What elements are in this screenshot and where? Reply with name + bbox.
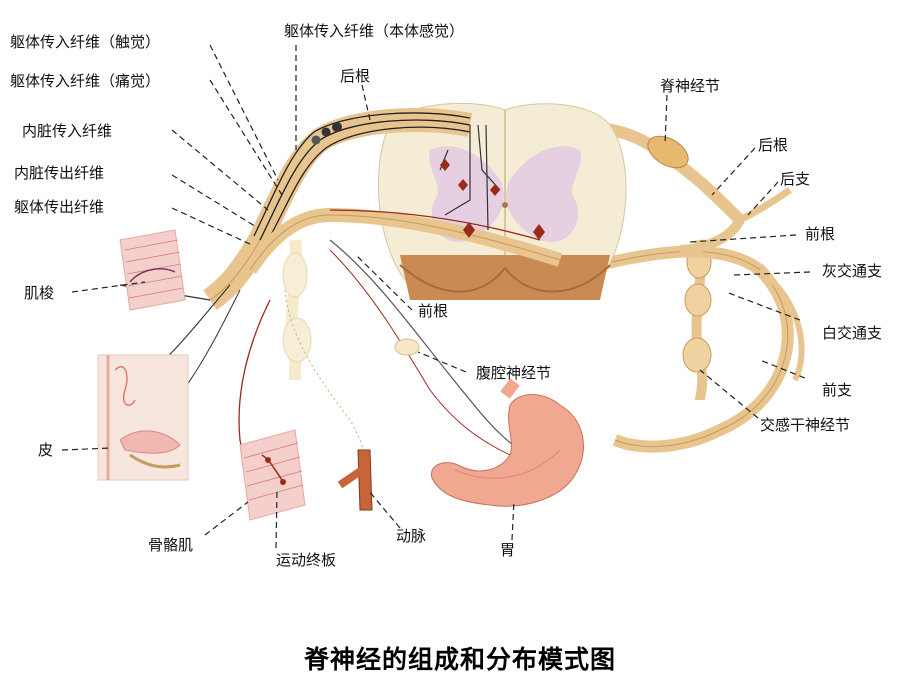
cord-neurons (440, 159, 545, 240)
label-somatic-afferent-proprio: 躯体传入纤维（本体感觉） (284, 22, 465, 40)
label-motor-end-plate: 运动终板 (276, 551, 337, 569)
stomach-shape (430, 378, 584, 507)
muscle-spindle-tissue (119, 229, 186, 311)
dorsal-ramus (738, 187, 792, 224)
label-ventral-root-center: 前根 (418, 302, 449, 320)
label-skin: 皮 (38, 441, 54, 459)
sympathetic-trunk (682, 239, 712, 401)
skeletal-muscle-tissue (239, 429, 306, 521)
celiac-ganglion-shape (394, 338, 420, 356)
nerve-bundle (203, 108, 563, 310)
label-muscle-spindle: 肌梭 (24, 284, 55, 302)
callout-lines (61, 44, 811, 549)
spinal-cord (377, 102, 627, 300)
label-somatic-efferent: 躯体传出纤维 (14, 198, 105, 216)
label-stomach: 胃 (500, 541, 516, 559)
label-dorsal-ramus: 后支 (780, 170, 811, 188)
artery-shape (337, 449, 373, 511)
label-gray-ramus: 灰交通支 (822, 262, 883, 280)
label-visceral-afferent: 内脏传入纤维 (22, 122, 113, 140)
label-visceral-efferent: 内脏传出纤维 (14, 164, 105, 182)
skin-tissue (97, 354, 189, 481)
figure-caption: 脊神经的组成和分布模式图 (303, 645, 616, 674)
label-somatic-afferent-touch: 躯体传入纤维（触觉） (10, 33, 161, 51)
label-somatic-afferent-pain: 躯体传入纤维（痛觉） (10, 72, 161, 90)
label-spinal-ganglion: 脊神经节 (660, 77, 721, 95)
cord-fibers (439, 124, 501, 231)
label-dorsal-root-right: 后根 (758, 136, 789, 154)
label-ventral-root-right: 前根 (805, 225, 836, 243)
label-dorsal-root-left: 后根 (340, 67, 371, 85)
label-artery: 动脉 (396, 527, 427, 545)
label-white-ramus: 白交通支 (822, 324, 883, 342)
label-sympathetic-ganglion: 交感干神经节 (760, 416, 851, 434)
label-celiac-ganglion: 腹腔神经节 (476, 364, 552, 382)
central-trunk (282, 239, 312, 380)
spinal-ganglion-shape (647, 135, 689, 169)
label-skeletal-muscle: 骨骼肌 (148, 536, 194, 554)
label-ventral-ramus: 前支 (822, 381, 853, 399)
